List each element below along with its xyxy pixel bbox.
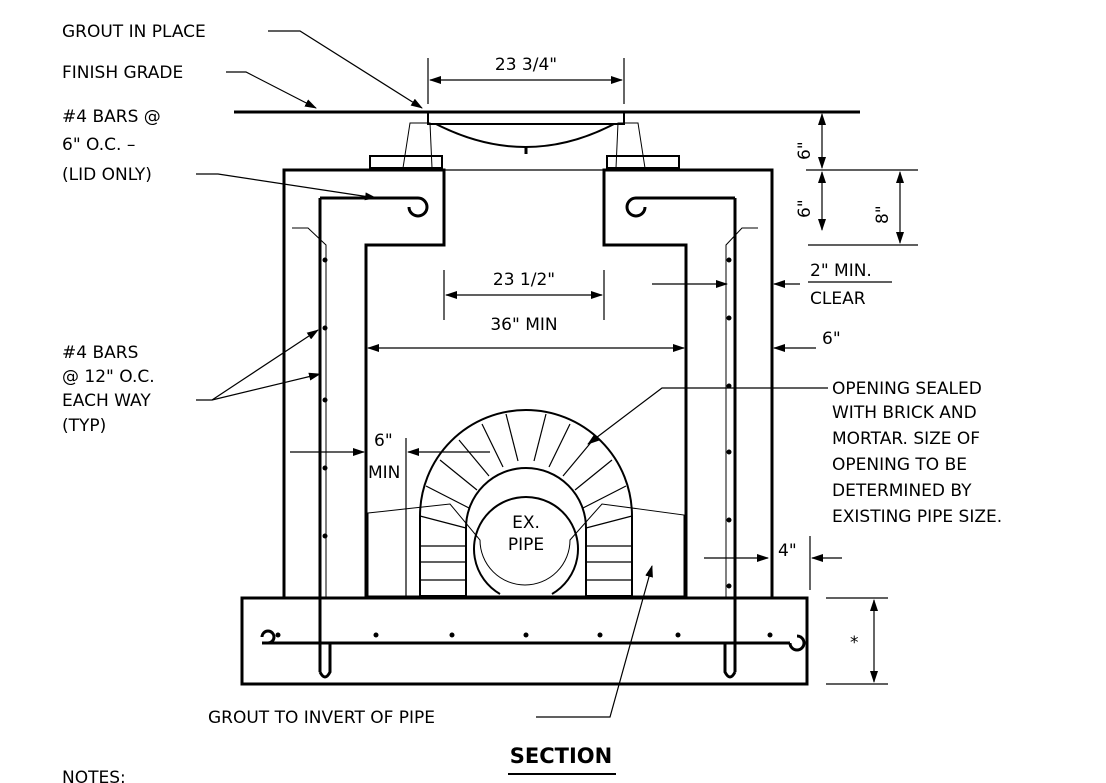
dim-min-width: 36" MIN — [490, 315, 557, 335]
label-opening-1: OPENING SEALED — [832, 379, 982, 399]
slab-bar-dots — [275, 632, 773, 638]
brick-arch — [419, 409, 633, 597]
dim-base-thickness: * — [850, 633, 859, 653]
label-bars-wall-1: #4 BARS — [62, 343, 138, 363]
frame-ring — [427, 111, 625, 125]
dim-side-clearance-1: 6" — [374, 431, 393, 451]
label-bars-wall-2: @ 12" O.C. — [62, 367, 155, 387]
label-opening-4: OPENING TO BE — [832, 455, 967, 475]
notes-label: NOTES: — [62, 768, 126, 783]
label-finish-grade: FINISH GRADE — [62, 63, 183, 83]
dim-frame-height: 6" — [795, 141, 815, 160]
right-grout-pad — [615, 122, 646, 169]
section-title: SECTION — [510, 744, 612, 768]
dimensions: 23 3/4" 23 1/2" 36" MIN 2" MIN. CLEAR 6"… — [290, 55, 918, 685]
left-grout-pad — [402, 122, 433, 169]
label-bars-wall-4: (TYP) — [62, 416, 106, 436]
pipe-label-1: EX. — [512, 513, 540, 533]
dim-clear: CLEAR — [810, 289, 866, 309]
left-frame-flange — [369, 155, 443, 169]
frame-and-cover — [369, 111, 680, 169]
label-opening-3: MORTAR. SIZE OF — [832, 429, 980, 449]
base-bar-left-hook — [260, 629, 276, 645]
dim-base-offset: 4" — [778, 541, 797, 561]
dim-frame-width: 23 3/4" — [495, 55, 557, 75]
label-bars-lid-2: 6" O.C. – — [62, 135, 135, 155]
label-grout-in-place: GROUT IN PLACE — [62, 22, 206, 42]
base-bar-right-hook — [788, 634, 806, 652]
label-opening-2: WITH BRICK AND — [832, 403, 977, 423]
right-wall — [602, 168, 774, 598]
dim-min-clear: 2" MIN. — [810, 261, 872, 281]
label-opening-5: DETERMINED BY — [832, 481, 972, 501]
left-wall — [282, 168, 446, 598]
label-bars-lid-1: #4 BARS @ — [62, 107, 161, 127]
pipe-label-2: PIPE — [508, 535, 544, 555]
brick-joints — [419, 413, 633, 581]
dim-side-clearance-2: MIN — [368, 463, 400, 483]
manhole-cover — [435, 123, 615, 148]
label-grout-invert: GROUT TO INVERT OF PIPE — [208, 708, 435, 728]
base-slab — [240, 596, 809, 686]
left-lid-bar-hook — [407, 196, 429, 218]
existing-pipe — [473, 495, 579, 595]
left-bar-bottom-hook — [318, 643, 332, 679]
callouts: GROUT IN PLACE FINISH GRADE #4 BARS @ 6"… — [62, 22, 1002, 728]
dim-lid-height-b: 8" — [873, 205, 893, 224]
left-form-line — [292, 227, 327, 598]
dim-opening-width: 23 1/2" — [493, 270, 555, 290]
label-bars-wall-3: EACH WAY — [62, 391, 151, 411]
grout-to-invert — [367, 503, 685, 597]
label-bars-lid-3: (LID ONLY) — [62, 165, 152, 185]
right-frame-flange — [606, 155, 680, 169]
dim-lid-height-a: 6" — [795, 199, 815, 218]
pipe-opening: EX. PIPE — [367, 409, 685, 597]
right-lid-bar-hook — [625, 196, 647, 218]
right-bar-bottom-hook — [723, 643, 737, 679]
wall-bar-dots — [322, 257, 732, 589]
dim-wall-thickness: 6" — [822, 329, 841, 349]
right-form-line — [725, 227, 758, 598]
label-opening-6: EXISTING PIPE SIZE. — [832, 507, 1002, 527]
